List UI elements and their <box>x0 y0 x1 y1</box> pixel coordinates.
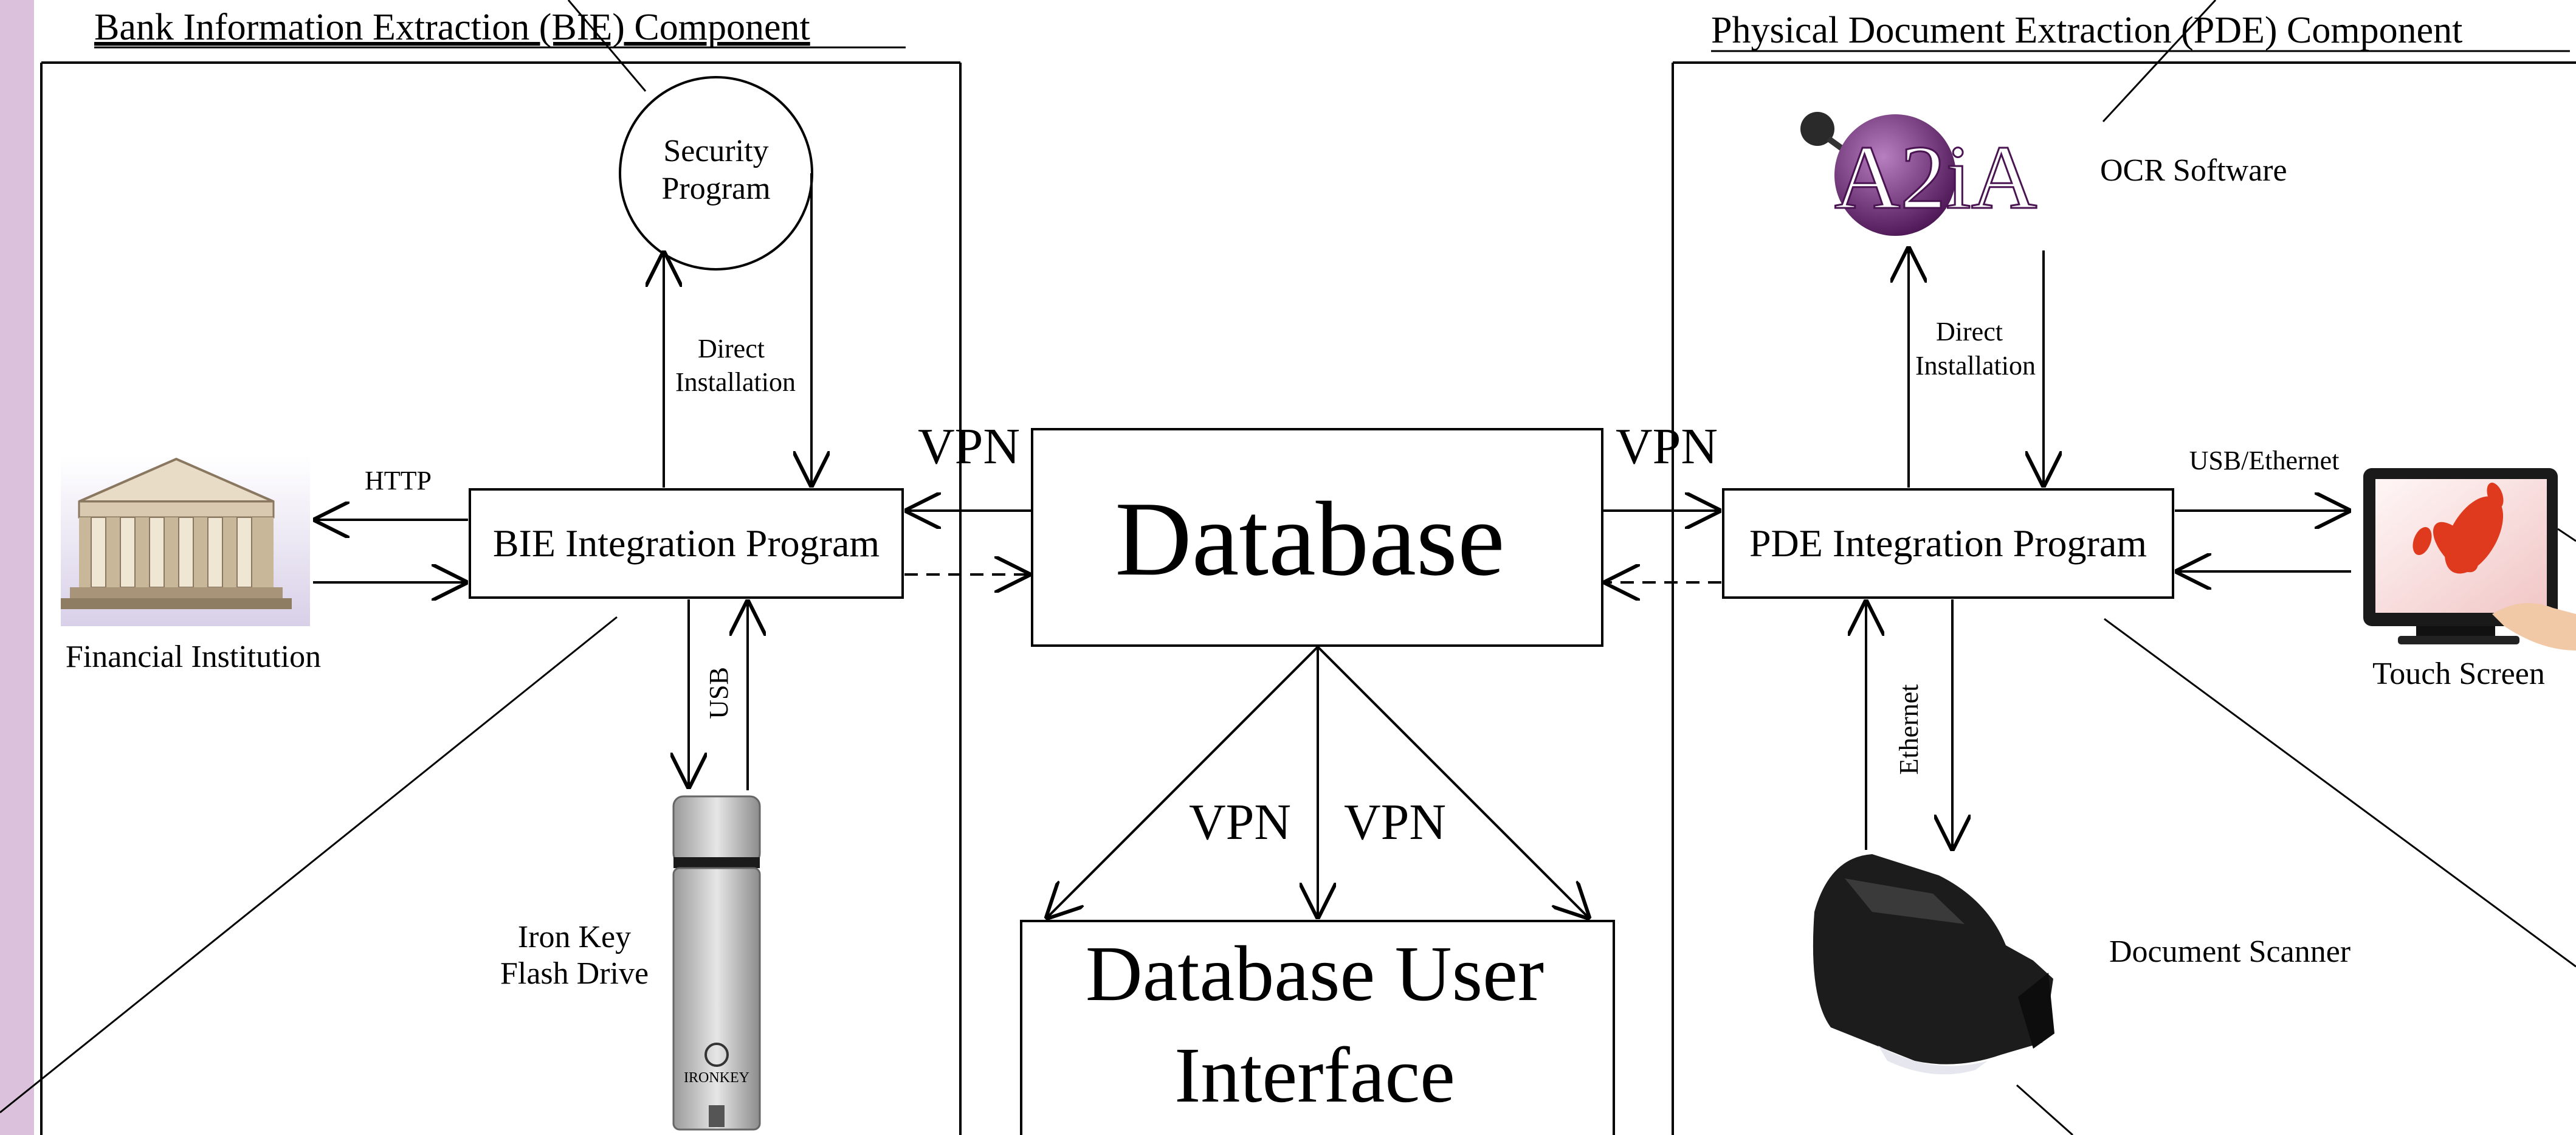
security-program-label-line1: Security <box>663 134 768 168</box>
bank-building-icon <box>61 456 310 626</box>
a2ia-ocr-logo: A2iA <box>1800 112 2038 236</box>
pde-integration-program-label: PDE Integration Program <box>1749 522 2147 565</box>
iron-key-label-line2: Flash Drive <box>500 956 649 991</box>
security-program-label-line2: Program <box>661 171 770 206</box>
ocr-software-label: OCR Software <box>2100 153 2287 188</box>
left-accent-bar <box>0 0 34 1135</box>
direct-installation-label-left-1: Direct <box>698 334 765 364</box>
usb-ethernet-label: USB/Ethernet <box>2189 446 2340 475</box>
database-node <box>1031 428 1603 647</box>
ethernet-label: Ethernet <box>1894 684 1924 774</box>
database-ui-label-line1: Database User <box>1086 930 1544 1018</box>
usb-label: USB <box>704 667 734 719</box>
bie-component-frame <box>40 61 962 1135</box>
vpn-label-bie-db: VPN <box>918 418 1020 475</box>
a2ia-logo-text: A2iA <box>1834 127 2037 228</box>
financial-institution-label: Financial Institution <box>66 640 321 674</box>
bie-component-title: Bank Information Extraction (BIE) Compon… <box>94 7 810 48</box>
document-scanner-label: Document Scanner <box>2109 934 2350 969</box>
bie-integration-program-node <box>469 488 904 599</box>
direct-installation-label-right-1: Direct <box>1936 317 2003 347</box>
vpn-label-db-ui-left: VPN <box>1189 794 1291 850</box>
ironkey-flash-drive-icon: IRONKEY <box>672 795 761 1131</box>
document-scanner-icon <box>1813 854 2054 1075</box>
arrows <box>313 173 2351 919</box>
direct-installation-label-left-2: Installation <box>675 367 796 397</box>
database-ui-label-line2: Interface <box>1174 1032 1455 1119</box>
http-label: HTTP <box>365 466 432 495</box>
bie-integration-program-label: BIE Integration Program <box>493 522 880 565</box>
touch-screen-label: Touch Screen <box>2372 657 2545 691</box>
database-ui-node <box>1020 920 1615 1135</box>
touch-screen-monitor-icon <box>2363 468 2576 650</box>
vpn-label-db-pde: VPN <box>1616 418 1718 475</box>
pde-component-frame <box>1672 61 2576 1135</box>
direct-installation-label-right-2: Installation <box>1915 351 2036 381</box>
iron-key-label-line1: Iron Key <box>518 920 631 954</box>
database-label: Database <box>1115 480 1504 598</box>
pde-integration-program-node <box>1722 488 2174 599</box>
ironkey-logo-text: IRONKEY <box>684 1070 749 1086</box>
pde-component-title: Physical Document Extraction (PDE) Compo… <box>1711 10 2462 51</box>
vpn-label-db-ui-right: VPN <box>1344 794 1446 850</box>
